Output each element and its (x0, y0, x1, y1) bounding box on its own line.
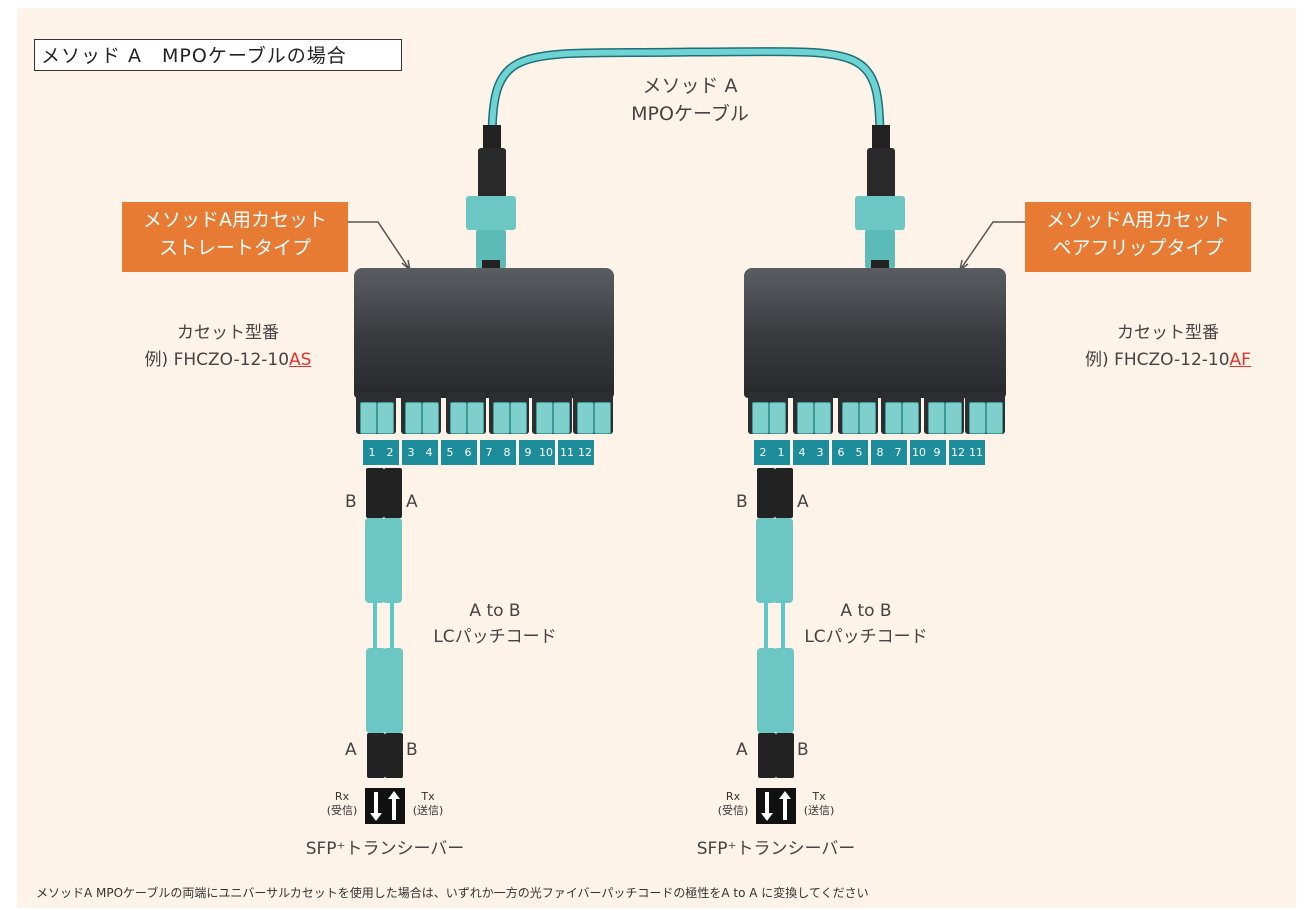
sfp-arrows-right (756, 788, 796, 824)
rx-label-left: Rx (受信) (318, 790, 366, 818)
badge-line1: メソッドA用カセット (143, 209, 327, 231)
port-number: 11 (969, 446, 983, 459)
badge-line2: ストレートタイプ (158, 237, 311, 259)
patch-cord-label-right: A to B LCパッチコード (786, 598, 946, 650)
label-top-b-right: B (736, 492, 748, 512)
mpo-connector-left (466, 125, 516, 270)
badge-line1: メソッドA用カセット (1046, 209, 1230, 231)
port-number: 11 (560, 446, 574, 459)
sfp-label-left: SFP⁺トランシーバー (305, 839, 465, 859)
patch-line1: A to B (469, 601, 521, 621)
patch-cord-label-left: A to B LCパッチコード (415, 598, 575, 650)
patch-line2: LCパッチコード (433, 627, 557, 647)
model-number-right: カセット型番 例) FHCZO-12-10AF (1058, 320, 1278, 374)
lc-patch-cord-left (365, 468, 403, 778)
model-label: カセット型番 (177, 323, 279, 343)
port-number: 9 (524, 446, 532, 459)
tx: Tx (421, 790, 435, 803)
port-number: 12 (951, 446, 965, 459)
rx-label-right: Rx (受信) (709, 790, 757, 818)
tx-sub: (送信) (803, 804, 835, 817)
rx: Rx (725, 790, 741, 803)
rx-sub: (受信) (326, 804, 358, 817)
port-number: 6 (837, 446, 845, 459)
port-number: 4 (798, 446, 806, 459)
port-number: 3 (407, 446, 415, 459)
model-prefix: 例) FHCZO-12-10 (1085, 350, 1230, 370)
port-number: 6 (464, 446, 472, 459)
label-top-a-left: A (406, 492, 418, 512)
rx-sub: (受信) (717, 804, 749, 817)
port-number: 2 (759, 446, 767, 459)
model-suffix: AF (1229, 350, 1251, 370)
badge-line2: ペアフリップタイプ (1052, 237, 1224, 259)
tx-label-right: Tx (送信) (795, 790, 843, 818)
port-number: 2 (386, 446, 394, 459)
label-top-a-right: A (797, 492, 809, 512)
tx-sub: (送信) (412, 804, 444, 817)
diagram-title: メソッド A MPOケーブルの場合 (34, 39, 402, 71)
lc-patch-cord-right (756, 468, 794, 778)
label-bottom-a-left: A (345, 740, 357, 760)
label-bottom-a-right: A (736, 740, 748, 760)
mpo-cable-label: メソッド A MPOケーブル (600, 72, 780, 128)
patch-line1: A to B (840, 601, 892, 621)
model-prefix: 例) FHCZO-12-10 (144, 350, 290, 370)
cassette-badge-right: メソッドA用カセット ペアフリップタイプ (1025, 202, 1251, 272)
rx: Rx (334, 790, 350, 803)
footnote: メソッドA MPOケーブルの両端にユニバーサルカセットを使用した場合は、いずれか… (36, 886, 869, 900)
port-number: 10 (912, 446, 926, 459)
callout-right (959, 221, 1025, 271)
mpo-cable-line2: MPOケーブル (631, 103, 749, 125)
label-bottom-b-left: B (406, 740, 418, 760)
port-number: 5 (855, 446, 863, 459)
port-number: 5 (446, 446, 454, 459)
port-number: 9 (933, 446, 941, 459)
patch-line2: LCパッチコード (804, 627, 928, 647)
port-number: 7 (485, 446, 493, 459)
label-bottom-b-right: B (797, 740, 809, 760)
model-label: カセット型番 (1117, 323, 1219, 343)
cassette-right (744, 268, 1006, 398)
model-suffix: AS (289, 350, 312, 370)
port-number: 10 (539, 446, 553, 459)
diagram-panel (17, 8, 1296, 908)
mpo-cable-line1: メソッド A (642, 75, 738, 97)
cassette-left (354, 268, 614, 398)
port-number: 1 (777, 446, 785, 459)
cassette-badge-left: メソッドA用カセット ストレートタイプ (122, 202, 348, 272)
tx: Tx (812, 790, 826, 803)
mpo-connector-right (855, 125, 905, 270)
port-number: 8 (503, 446, 511, 459)
sfp-arrows-left (365, 788, 405, 824)
model-number-left: カセット型番 例) FHCZO-12-10AS (118, 320, 338, 374)
tx-label-left: Tx (送信) (404, 790, 452, 818)
port-number: 3 (816, 446, 824, 459)
port-number: 12 (578, 446, 592, 459)
port-number: 7 (894, 446, 902, 459)
port-number: 1 (368, 446, 376, 459)
sfp-label-right: SFP⁺トランシーバー (696, 839, 856, 859)
port-number: 4 (425, 446, 433, 459)
label-top-b-left: B (345, 492, 357, 512)
port-number: 8 (876, 446, 884, 459)
callout-left (347, 221, 411, 271)
